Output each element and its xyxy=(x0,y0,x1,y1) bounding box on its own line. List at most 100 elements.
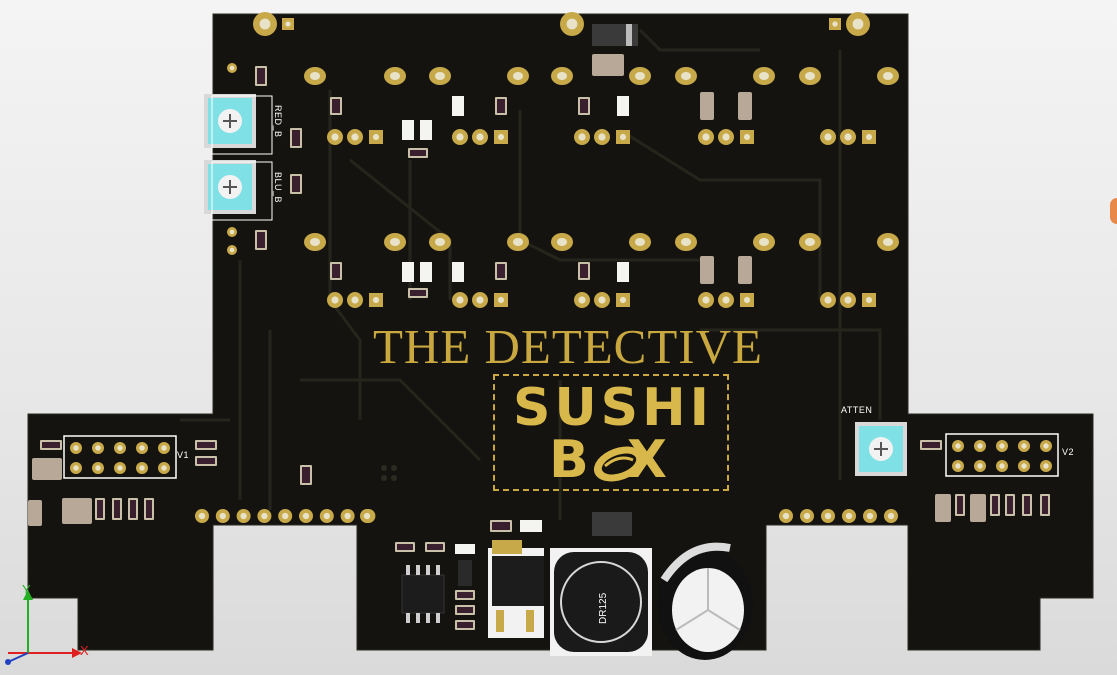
pad-hole xyxy=(117,465,123,471)
resistor-body xyxy=(97,500,103,518)
header-v1-label: V1 xyxy=(177,450,190,460)
pad-hole xyxy=(363,512,371,520)
pad-hole xyxy=(259,18,271,30)
capacitor xyxy=(28,500,42,526)
ic-pin xyxy=(426,565,430,575)
pad-hole xyxy=(229,229,235,235)
pad-hole xyxy=(282,512,289,520)
pad-hole xyxy=(302,512,310,520)
pad-hole xyxy=(865,133,873,141)
pad-hole xyxy=(805,72,815,80)
pad-hole xyxy=(73,445,79,451)
resistor-body xyxy=(492,522,510,530)
pad-hole xyxy=(805,238,815,246)
pad-hole xyxy=(999,443,1005,449)
capacitor xyxy=(970,494,986,522)
via xyxy=(381,465,387,471)
pad-hole xyxy=(1043,443,1049,449)
ceramic-cap xyxy=(420,262,432,282)
regulator-pin xyxy=(526,610,534,632)
pad-hole xyxy=(95,445,101,451)
resistor-body xyxy=(457,622,473,628)
resistor-body xyxy=(292,176,300,192)
pad-hole xyxy=(619,133,627,141)
via xyxy=(381,475,387,481)
pad-hole xyxy=(557,238,567,246)
pad-hole xyxy=(702,133,710,141)
axis-y-label: Y xyxy=(22,582,31,597)
pad-hole xyxy=(476,296,484,304)
resistor-body xyxy=(497,99,505,113)
resistor-body xyxy=(1042,496,1048,514)
capacitor xyxy=(32,458,62,480)
diode-band xyxy=(626,24,632,46)
pad-hole xyxy=(955,443,961,449)
atten-label: ATTEN xyxy=(841,405,873,415)
header-outline xyxy=(63,435,177,479)
ic-pin xyxy=(406,565,410,575)
via xyxy=(391,475,397,481)
pad-hole xyxy=(351,133,359,141)
pad-hole xyxy=(229,247,235,253)
resistor-body xyxy=(197,442,215,448)
resistor-body xyxy=(410,150,426,156)
ic-pin xyxy=(416,565,420,575)
resistor-body xyxy=(1024,496,1030,514)
pad-hole xyxy=(240,512,247,520)
inductor-ring xyxy=(560,561,642,643)
inductor-body xyxy=(554,552,648,652)
pad-hole xyxy=(1021,463,1027,469)
capacitor xyxy=(592,54,624,76)
pad-hole xyxy=(219,512,226,520)
resistor-body xyxy=(332,264,340,278)
resistor-body xyxy=(42,442,60,448)
trimpot-slot xyxy=(223,114,237,128)
ceramic-cap xyxy=(520,520,542,532)
pad-hole xyxy=(513,72,523,80)
header-outline xyxy=(945,433,1059,477)
pad-hole xyxy=(635,238,645,246)
board-title: THE DETECTIVE xyxy=(373,319,763,374)
pad-hole xyxy=(743,133,751,141)
pad-hole xyxy=(390,238,400,246)
pad-hole xyxy=(117,445,123,451)
ceramic-cap xyxy=(452,262,464,282)
capacitor xyxy=(62,498,92,524)
resistor-body xyxy=(257,68,265,84)
pad-hole xyxy=(310,72,320,80)
ceramic-cap xyxy=(617,262,629,282)
pad-hole xyxy=(372,296,380,304)
axis-x-label: X xyxy=(80,643,89,658)
resistor-body xyxy=(957,496,963,514)
pad-hole xyxy=(999,463,1005,469)
silk-box xyxy=(211,95,273,155)
component-pads xyxy=(70,12,1052,523)
pad-hole xyxy=(578,133,586,141)
pad-hole xyxy=(331,296,339,304)
pad-hole xyxy=(73,465,79,471)
resistor-body xyxy=(410,290,426,296)
pad-hole xyxy=(722,133,730,141)
pad-hole xyxy=(578,296,586,304)
regulator-tab xyxy=(492,540,522,554)
pad-hole xyxy=(476,133,484,141)
pad-hole xyxy=(331,133,339,141)
regulator-pin xyxy=(496,610,504,632)
electrolytic-vent xyxy=(675,568,741,631)
via xyxy=(391,465,397,471)
ceramic-cap xyxy=(455,544,475,554)
pad-hole xyxy=(598,133,606,141)
pad-hole xyxy=(681,72,691,80)
pad-hole xyxy=(261,512,268,520)
ic-pin xyxy=(406,613,410,623)
pad-hole xyxy=(566,18,578,30)
inductor-label: DR125 xyxy=(598,592,609,624)
ic-pin xyxy=(426,613,430,623)
trimpot-slot xyxy=(874,442,888,456)
capacitor xyxy=(738,92,752,120)
resistor-body xyxy=(457,607,473,613)
pad-hole xyxy=(351,296,359,304)
pad-hole xyxy=(887,512,895,520)
